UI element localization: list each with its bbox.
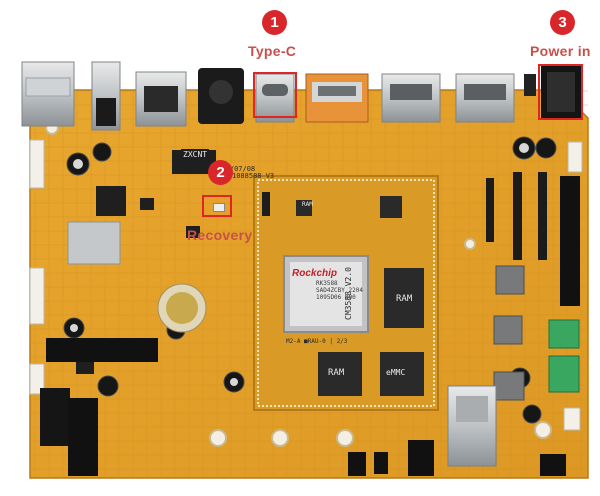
left-ports bbox=[21, 61, 244, 131]
marker-2-badge: 2 bbox=[208, 160, 233, 185]
left-headers bbox=[29, 139, 583, 431]
ram-label-1: RAM bbox=[396, 294, 413, 304]
marker-1-label: Type-C bbox=[248, 43, 297, 59]
power-in-highlight bbox=[538, 64, 583, 120]
sim-slot bbox=[447, 385, 497, 467]
hdmi-port-3 bbox=[455, 73, 515, 123]
inductors bbox=[493, 265, 525, 401]
soc-marking-line-3: 1095D06 000 bbox=[316, 294, 356, 301]
hdmi-port-1 bbox=[305, 73, 369, 123]
ram-chip-2 bbox=[318, 352, 362, 396]
bottom-jacks bbox=[348, 440, 566, 476]
marker-3-badge: 3 bbox=[550, 10, 575, 35]
ram-label-3: RAM bbox=[302, 201, 313, 208]
ram-label-2: RAM bbox=[328, 368, 345, 378]
m2-label: M2-A ■RAU-0 | 2/3 bbox=[286, 338, 348, 345]
wifi-module bbox=[67, 221, 121, 265]
soc-chip bbox=[283, 255, 369, 333]
type-c-port bbox=[255, 73, 295, 123]
recovery-button bbox=[213, 203, 225, 212]
core-module bbox=[253, 175, 439, 411]
emmc-chip bbox=[380, 352, 424, 396]
vendor-mark: ZXCNT bbox=[181, 149, 210, 160]
marker-2-label: Recovery bbox=[187, 227, 253, 243]
mounting-holes bbox=[45, 121, 552, 447]
power-connector bbox=[524, 64, 581, 120]
hdmi-port-2 bbox=[381, 73, 441, 123]
board-model: 1088588 V3 bbox=[232, 172, 275, 180]
terminal-blocks bbox=[548, 319, 580, 393]
gpio-header bbox=[486, 172, 580, 306]
type-c-highlight bbox=[253, 72, 297, 118]
soc-marking: RK3588 SAD4ZCBY 2204 1095D06 000 bbox=[316, 280, 363, 301]
marker-3-label: Power in bbox=[530, 43, 591, 59]
m2-slot bbox=[46, 338, 158, 476]
core-module-label: CM3588 V2.0 bbox=[344, 267, 353, 320]
ram-chip-1 bbox=[384, 268, 424, 328]
soc-marking-line-1: RK3588 bbox=[316, 280, 338, 287]
rockchip-logo: Rockchip bbox=[292, 268, 338, 279]
soc-marking-line-2: SAD4ZCBY 2204 bbox=[316, 287, 363, 294]
rtc-battery bbox=[157, 283, 207, 333]
board-date: 2023/07/08 bbox=[213, 165, 256, 173]
emmc-label: eMMC bbox=[386, 368, 406, 377]
marker-1-badge: 1 bbox=[262, 10, 287, 35]
recovery-highlight bbox=[202, 195, 232, 217]
